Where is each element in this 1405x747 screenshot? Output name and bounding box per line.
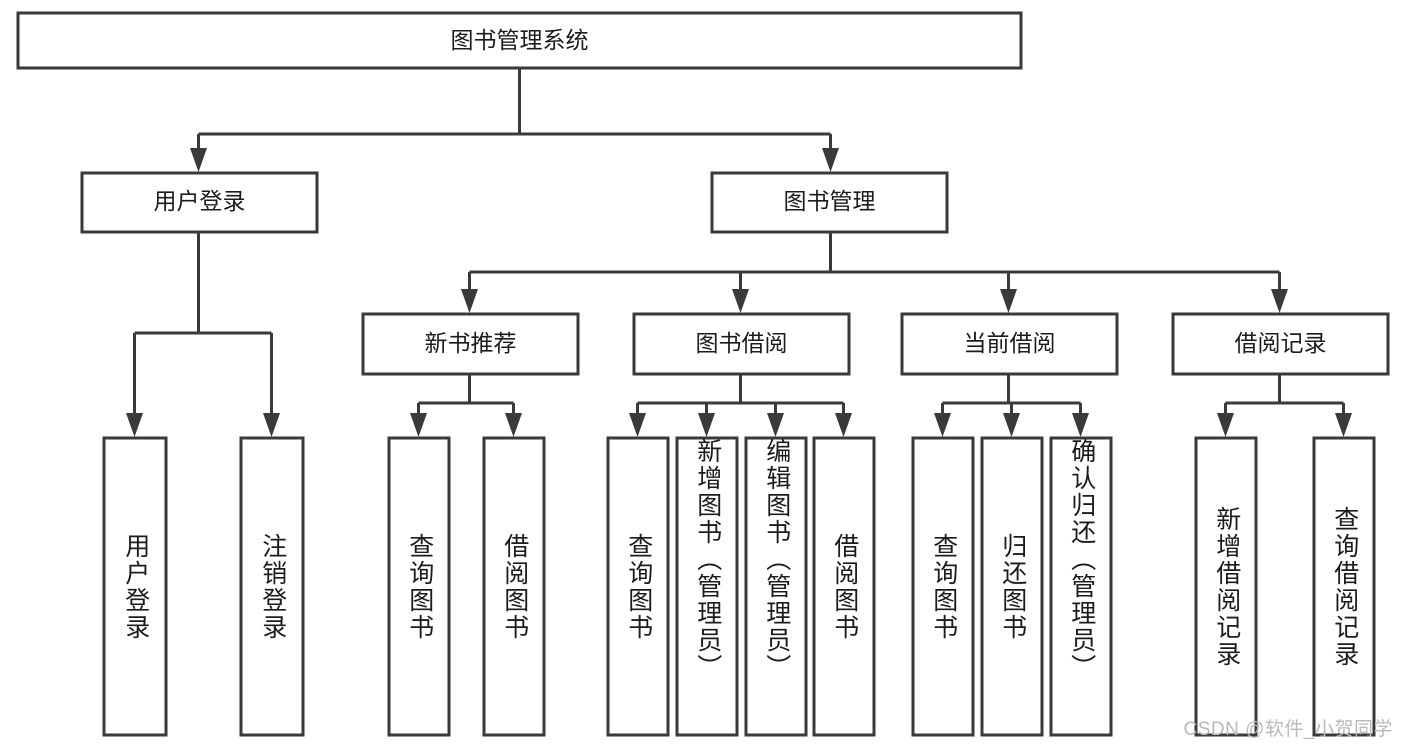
node-new-book-recommend-box[interactable]: [361, 312, 580, 376]
node-current-borrow-box[interactable]: [900, 312, 1119, 376]
arrowhead-leaf-query-book-current: [934, 413, 951, 437]
arrowhead-user-login: [190, 148, 207, 172]
arrowhead-leaf-return-book: [1003, 413, 1020, 437]
node-current-borrow-label: 当前借阅: [964, 330, 1056, 356]
arrowhead-leaf-query-book-recommend: [410, 413, 427, 437]
arrowhead-leaf-query-book-borrow: [629, 413, 646, 437]
watermark: CSDN @软件_小贺同学: [1183, 719, 1393, 740]
node-book-borrow[interactable]: 图书借阅: [632, 312, 851, 376]
node-book-manage-label: 图书管理: [784, 188, 876, 214]
arrowhead-leaf-confirm-return-admin: [1072, 413, 1089, 437]
leaf-box-add-borrow-record[interactable]: [1194, 436, 1258, 737]
arrowhead-leaf-logout-login: [263, 413, 280, 437]
arrowhead-new-book-recommend: [461, 289, 478, 313]
node-book-borrow-label: 图书借阅: [696, 330, 788, 356]
arrowhead-book-borrow: [732, 289, 749, 313]
connector-group-book-borrow: [629, 375, 852, 437]
leaf-box-add-book-admin[interactable]: [675, 436, 739, 737]
leaf-box-confirm-return-admin[interactable]: [1049, 436, 1113, 737]
leaf-box-query-borrow-record[interactable]: [1312, 436, 1376, 737]
connector-group-user-login: [126, 232, 280, 437]
connector-group-book-manage: [461, 232, 1288, 313]
node-root-box[interactable]: [16, 11, 1023, 70]
node-book-manage-box[interactable]: [710, 171, 949, 234]
arrowhead-leaf-borrow-book: [835, 413, 852, 437]
leaf-box-borrow-book-recommend[interactable]: [482, 436, 546, 737]
node-new-book-recommend-label: 新书推荐: [425, 330, 517, 356]
node-root-label: 图书管理系统: [451, 27, 589, 53]
node-borrow-record-box[interactable]: [1171, 312, 1390, 376]
leaf-box-query-book-current[interactable]: [911, 436, 975, 737]
arrowhead-leaf-add-book-admin: [698, 413, 715, 437]
connector-group-borrow-record: [1217, 375, 1352, 437]
node-current-borrow[interactable]: 当前借阅: [900, 312, 1119, 376]
arrowhead-leaf-add-borrow-record: [1217, 413, 1234, 437]
node-root[interactable]: 图书管理系统: [16, 11, 1023, 70]
leaf-box-query-book-recommend[interactable]: [387, 436, 451, 737]
arrowhead-current-borrow: [1000, 289, 1017, 313]
node-user-login-box[interactable]: [80, 171, 319, 234]
node-borrow-record[interactable]: 借阅记录: [1171, 312, 1390, 376]
leaf-boxes: [102, 436, 1376, 737]
leaf-box-edit-book-admin[interactable]: [744, 436, 808, 737]
arrowhead-leaf-query-borrow-record: [1335, 413, 1352, 437]
leaf-box-query-book-borrow[interactable]: [606, 436, 670, 737]
arrowhead-leaf-borrow-book-recommend: [505, 413, 522, 437]
node-user-login-label: 用户登录: [154, 188, 246, 214]
node-new-book-recommend[interactable]: 新书推荐: [361, 312, 580, 376]
leaf-box-logout-login[interactable]: [239, 436, 305, 737]
node-book-manage[interactable]: 图书管理: [710, 171, 949, 234]
arrowhead-book-manage: [822, 148, 839, 172]
leaf-box-return-book[interactable]: [980, 436, 1044, 737]
node-book-borrow-box[interactable]: [632, 312, 851, 376]
leaf-box-borrow-book[interactable]: [812, 436, 876, 737]
connector-group-root: [190, 68, 839, 172]
node-borrow-record-label: 借阅记录: [1235, 330, 1327, 356]
connector-group-current-borrow: [934, 375, 1089, 437]
arrowhead-borrow-record: [1271, 289, 1288, 313]
node-user-login[interactable]: 用户登录: [80, 171, 319, 234]
connector-group-new-book-recommend: [410, 375, 522, 437]
arrowhead-leaf-edit-book-admin: [767, 413, 784, 437]
leaf-box-user-login[interactable]: [102, 436, 168, 737]
arrowhead-leaf-user-login: [126, 413, 143, 437]
